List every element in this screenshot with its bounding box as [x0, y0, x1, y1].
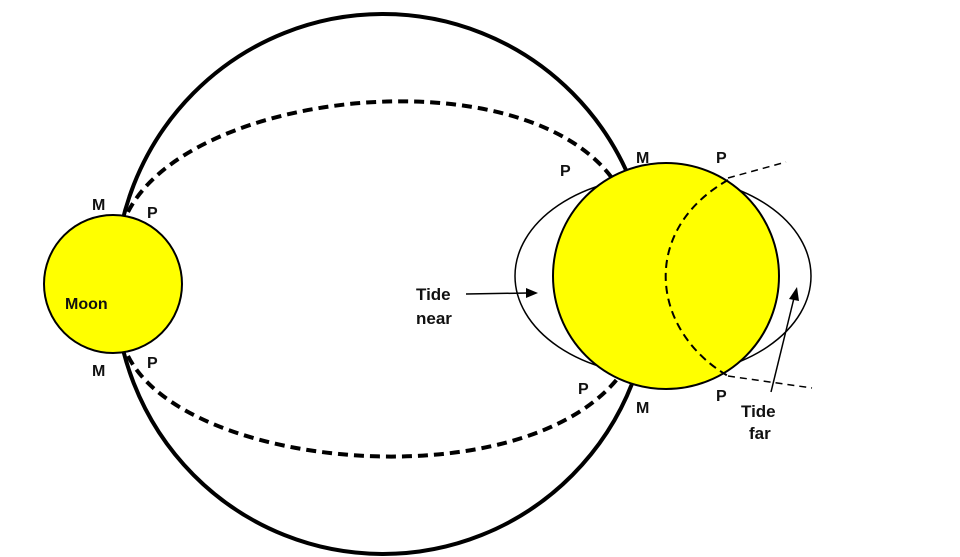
tide-near-label-line2: near — [416, 309, 452, 328]
label-p-moon-bottom: P — [147, 355, 158, 372]
moon-label: Moon — [65, 296, 108, 313]
moon-body — [43, 214, 183, 354]
tide-far-label-line1: Tide — [741, 402, 776, 421]
dashed-tangent-bottom — [727, 375, 813, 389]
label-p-earth-bottom-right: P — [716, 388, 727, 405]
label-m-moon-bottom: M — [92, 363, 105, 380]
dashed-tangent-top — [727, 161, 787, 179]
dashed-path-bottom — [126, 355, 620, 459]
tide-far-arrowhead — [789, 287, 799, 301]
tide-near-arrow-line — [465, 292, 529, 295]
label-p-earth-top-left: P — [560, 163, 571, 180]
label-m-earth-top: M — [636, 150, 649, 167]
label-p-earth-top-right: P — [716, 150, 727, 167]
dashed-path-top — [126, 99, 614, 213]
earth-inner-dashed-curve — [664, 179, 729, 377]
label-p-earth-bottom-left: P — [578, 381, 589, 398]
label-p-moon-top: P — [147, 205, 158, 222]
tide-far-arrow-line — [770, 297, 795, 393]
tide-near-arrowhead — [526, 288, 538, 298]
tide-near-label-line1: Tide — [416, 285, 451, 304]
label-m-earth-bottom: M — [636, 400, 649, 417]
label-m-moon-top: M — [92, 197, 105, 214]
tide-far-label-line2: far — [749, 424, 771, 443]
